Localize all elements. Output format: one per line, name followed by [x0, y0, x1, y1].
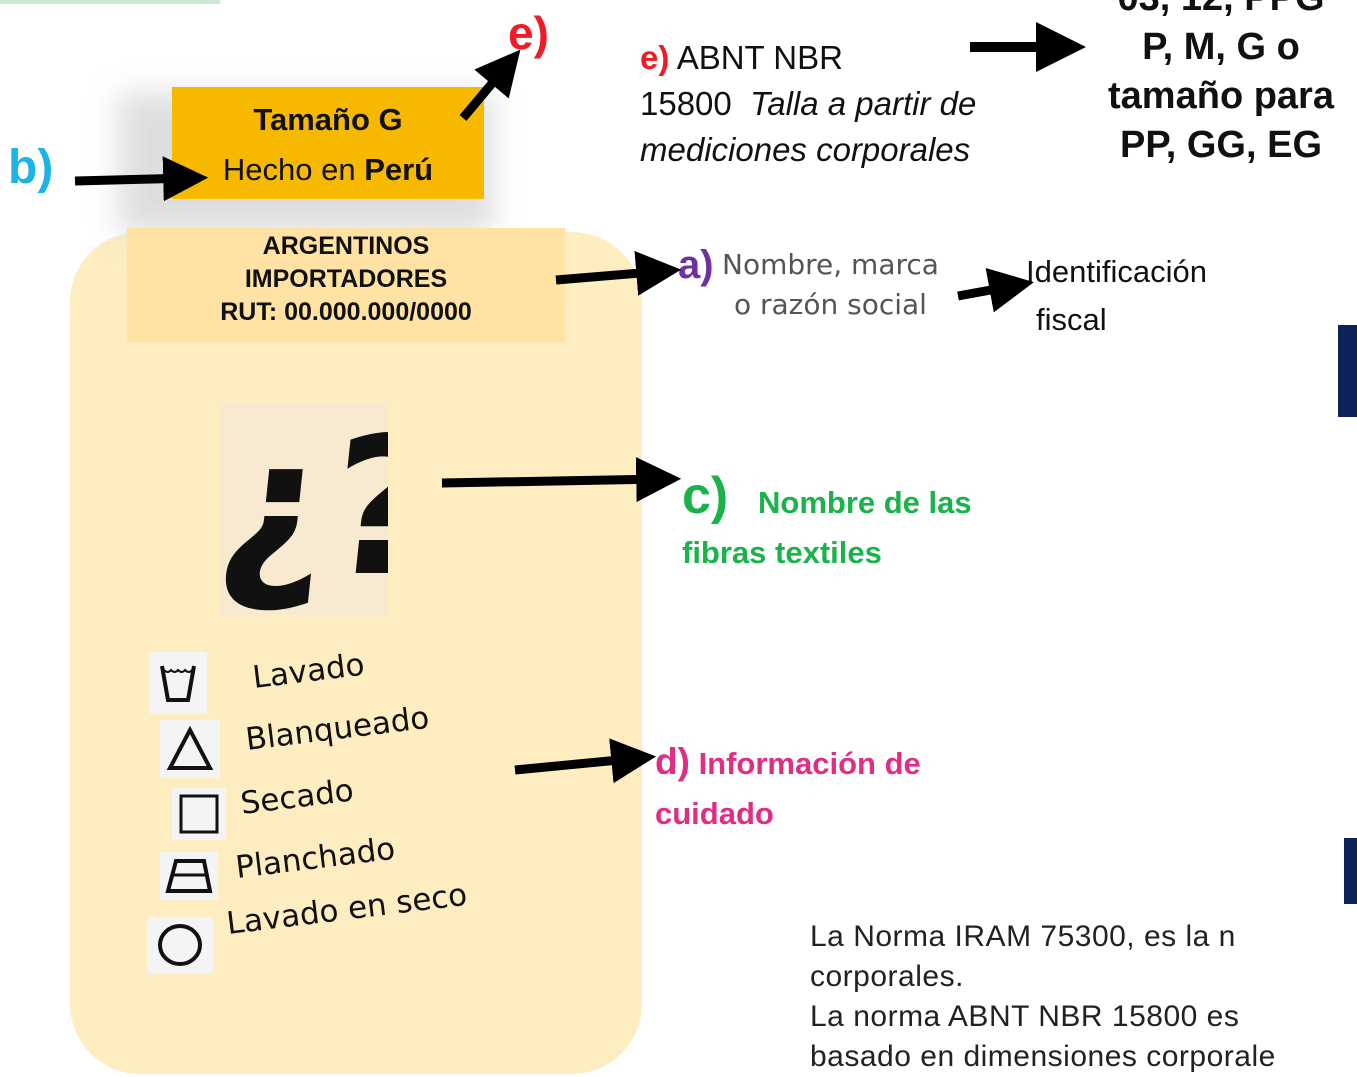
fiscal-line-2: fiscal: [1036, 302, 1107, 337]
arrow-e-up: [459, 49, 521, 121]
wash-tub-icon: [149, 652, 207, 714]
letter-e: e): [640, 39, 670, 76]
e-code-number: 15800: [640, 85, 732, 122]
arrow-a: [555, 250, 682, 296]
sizes-text: 03, 12, PPG P, M, G o tamaño para PP, GG…: [1085, 0, 1357, 170]
sizes-line-3: PP, GG, EG: [1119, 124, 1323, 166]
sizes-line-2: tamaño para: [1108, 75, 1334, 117]
norma-line-4: basado en dimensiones corporale: [810, 1040, 1276, 1073]
fiscal-line-1: Identificación: [1026, 254, 1207, 289]
iron-icon: [160, 852, 218, 900]
sizes-line-0: 03, 12, PPG: [1085, 0, 1357, 23]
bleach-triangle-icon: [160, 720, 220, 778]
d-description: d) Información de cuidado: [655, 737, 921, 839]
letter-b: b): [8, 141, 54, 194]
corner-image-fragment: [0, 0, 220, 4]
norma-line-3: La norma ABNT NBR 15800 es: [810, 1000, 1240, 1033]
size-tag-origin: Hecho en Perú: [223, 152, 433, 187]
dry-square-icon: [172, 788, 226, 840]
e-italic-description: Talla a partir de mediciones corporales: [640, 85, 977, 168]
a-line-1: Nombre, marca: [722, 248, 939, 281]
importer-line-1: ARGENTINOS: [262, 232, 430, 260]
letter-a: a): [678, 243, 714, 287]
arrow-d: [514, 738, 657, 784]
norma-paragraph: La Norma IRAM 75300, es la n corporales.…: [810, 917, 1357, 1077]
arrow-c: [441, 457, 682, 503]
importer-box: ARGENTINOS IMPORTADORES RUT: 00.000.000/…: [127, 228, 565, 342]
dry-clean-circle-icon: [147, 917, 213, 973]
e-code: ABNT NBR: [676, 39, 843, 76]
size-tag-size: Tamaño G: [253, 102, 403, 137]
importer-rut: RUT: 00.000.000/0000: [220, 298, 472, 326]
norma-line-1: La Norma IRAM 75300, es la n: [810, 920, 1236, 953]
size-tag-origin-prefix: Hecho en: [222, 152, 365, 187]
importer-line-2: IMPORTADORES: [244, 265, 448, 293]
e-description: e) ABNT NBR 15800 Talla a partir de medi…: [640, 35, 1000, 173]
navy-bar-bottom: [1344, 838, 1357, 904]
arrow-fiscal: [957, 268, 1034, 313]
arrow-b: [74, 156, 209, 202]
a-line-2: o razón social: [733, 288, 927, 321]
letter-d: d): [655, 741, 690, 782]
a-description: Nombre, marca o razón social: [722, 245, 939, 325]
c-description: Nombre de las fibras textiles: [682, 478, 972, 578]
size-tag: Tamaño G Hecho en Perú: [172, 87, 484, 199]
letter-c: c): [682, 467, 729, 525]
c-line-1: Nombre de las: [758, 485, 972, 520]
d-line-2: cuidado: [655, 796, 774, 831]
question-mark-image: ¿?: [220, 403, 388, 615]
navy-bar-top: [1338, 325, 1357, 417]
d-line-1: Información de: [698, 746, 921, 781]
sizes-line-1: P, M, G o: [1142, 26, 1300, 68]
c-line-2: fibras textiles: [682, 535, 882, 570]
size-tag-origin-country: Perú: [364, 152, 434, 187]
fiscal-id-text: Identificación fiscal: [1026, 248, 1207, 344]
norma-line-2: corporales.: [810, 960, 964, 993]
